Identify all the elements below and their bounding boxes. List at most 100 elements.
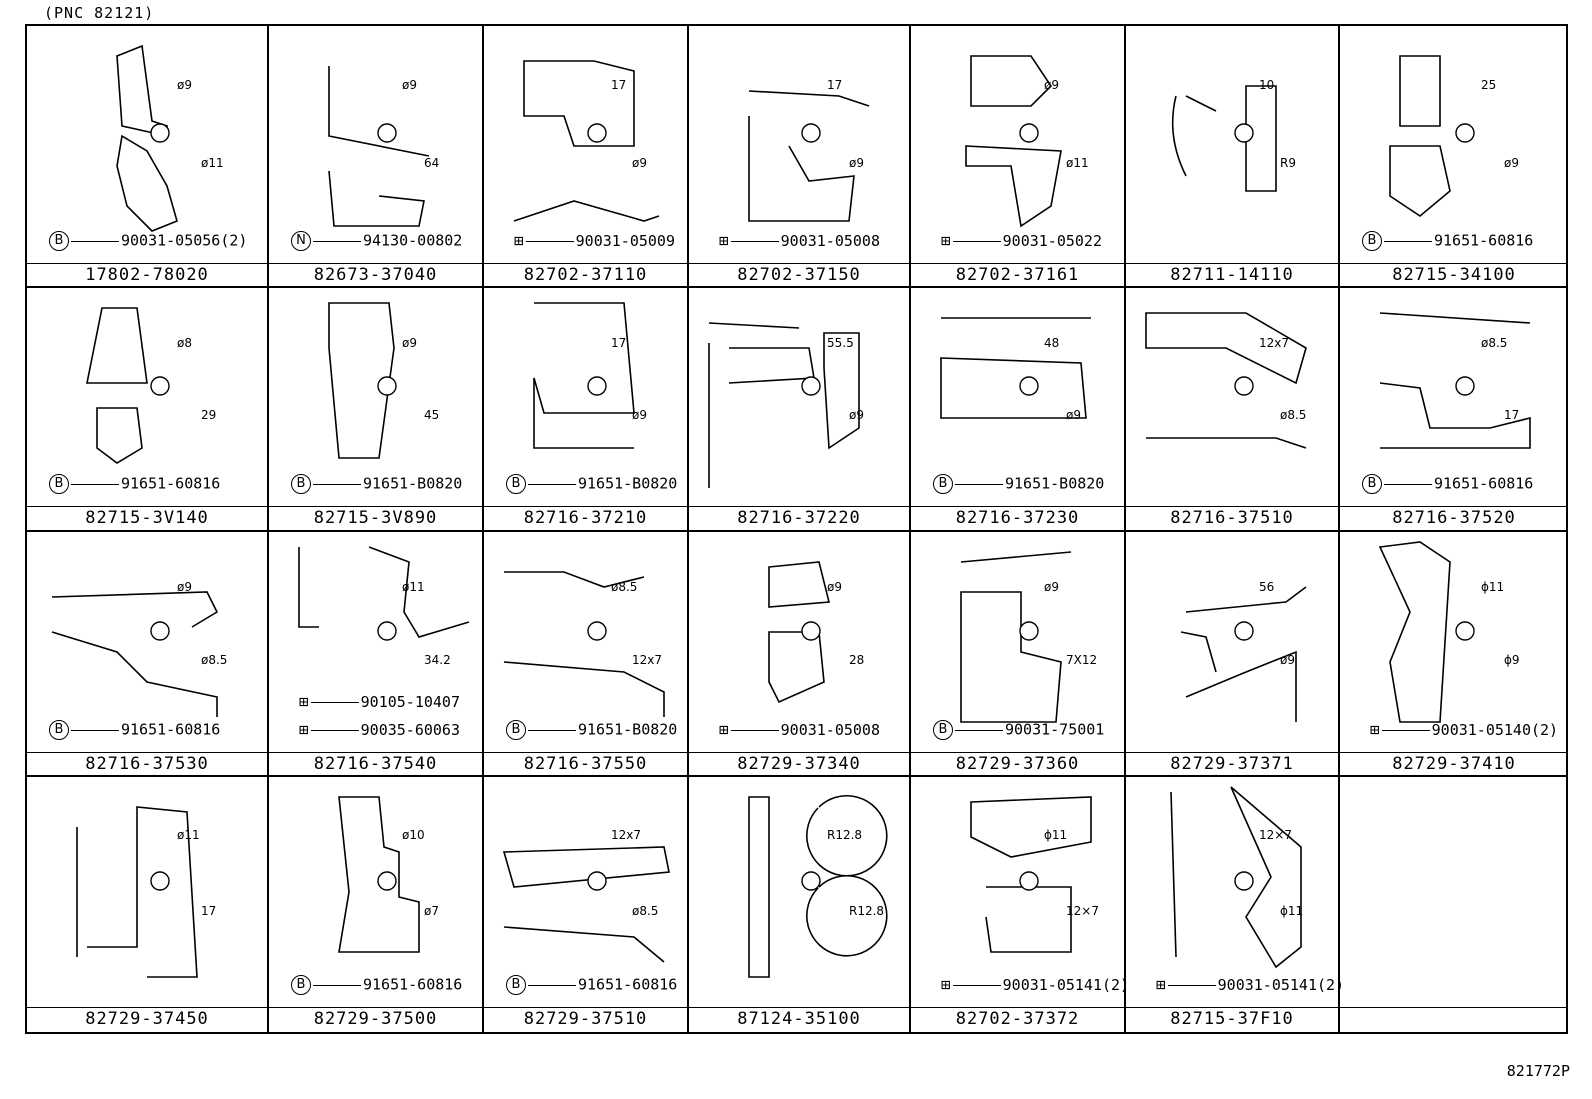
dimension-label: 17 [827, 78, 843, 92]
dimension-label: R9 [1280, 156, 1296, 170]
part-number: 82729-37340 [737, 754, 861, 774]
part-outline [533, 302, 635, 449]
dimension-label: 10 [1259, 78, 1275, 92]
leader-line [1384, 483, 1432, 485]
label-divider [27, 506, 267, 507]
badge-b: B [506, 975, 526, 995]
fastener-callout: ⊞90031-05140(2) [1370, 720, 1558, 739]
part-outline [86, 307, 148, 464]
mounting-hole [150, 123, 170, 143]
dimension-label: R12.8 [849, 904, 885, 918]
part-number: 87124-35100 [737, 1009, 861, 1029]
mounting-hole [150, 621, 170, 641]
mounting-hole [1455, 376, 1475, 396]
part-number: 82729-37510 [523, 1009, 648, 1029]
mounting-hole [801, 871, 821, 891]
dimension-label: 55.5 [827, 336, 854, 350]
part-number: 82729-37360 [955, 754, 1080, 774]
dimension-label: ø9 [402, 78, 417, 92]
label-divider [484, 263, 687, 264]
part-illustration [116, 44, 178, 232]
part-illustration [768, 561, 831, 704]
dimension-label: 12x7 [632, 653, 663, 667]
mounting-hole [1019, 123, 1039, 143]
dimension-label: ϕ11 [1481, 580, 1505, 594]
bolt-icon: ⊞ [941, 975, 951, 994]
dimension-label: 45 [424, 408, 440, 422]
dimension-label: ø9 [1280, 653, 1295, 667]
part-outline [338, 796, 420, 953]
badge-b: B [49, 720, 69, 740]
leader-line [313, 984, 361, 986]
mounting-hole [587, 376, 607, 396]
part-outline [708, 322, 860, 488]
label-divider [1126, 506, 1338, 507]
dimension-label: ø9 [177, 78, 192, 92]
part-illustration [708, 322, 860, 488]
part-number: 82716-37520 [1392, 508, 1516, 528]
fastener-part-number: 90031-05056(2) [121, 231, 248, 250]
dimension-label: ø9 [1066, 408, 1081, 422]
part-illustration [502, 846, 670, 963]
badge-b: B [1362, 231, 1382, 251]
leader-line [528, 729, 576, 731]
label-divider [689, 752, 909, 753]
part-number: 82711-14110 [1170, 265, 1294, 285]
label-divider [484, 506, 687, 507]
part-illustration [1170, 786, 1302, 969]
part-illustration [533, 302, 635, 449]
dimension-label: ϕ11 [1280, 904, 1304, 918]
fastener-part-number: 94130-00802 [363, 231, 463, 250]
fastener-part-number: 91651-B0820 [363, 474, 463, 493]
dimension-label: ø9 [177, 580, 192, 594]
label-divider [911, 263, 1124, 264]
part-outline [328, 66, 430, 227]
leader-line [313, 240, 361, 242]
part-outline [1379, 312, 1531, 449]
part-number: 82715-3V140 [85, 508, 209, 528]
leader-line [952, 985, 1001, 986]
fastener-callout: ⊞90031-05141(2) [1156, 975, 1344, 994]
part-number: 82716-37540 [313, 754, 438, 774]
leader-line [71, 240, 119, 242]
part-outline [965, 55, 1062, 228]
part-outline [1170, 786, 1302, 969]
part-illustration [1145, 312, 1307, 449]
dimension-label: ø9 [632, 156, 647, 170]
leader-line [730, 241, 779, 242]
fastener-part-number: 90031-05022 [1002, 232, 1102, 250]
label-divider [1340, 506, 1568, 507]
badge-b: B [506, 474, 526, 494]
mounting-hole [801, 376, 821, 396]
mounting-hole [377, 376, 397, 396]
fastener-part-number: 90031-75001 [1005, 720, 1105, 739]
part-number: 82702-37372 [955, 1009, 1080, 1029]
fastener-part-number: 90031-05009 [575, 232, 675, 250]
part-illustration [328, 302, 397, 459]
bolt-icon: ⊞ [719, 231, 729, 250]
part-number: 82715-37F10 [1170, 1009, 1294, 1029]
part-outline [503, 571, 665, 717]
badge-b: B [291, 474, 311, 494]
part-number: 17802-78020 [85, 265, 209, 285]
dimension-label: 17 [1504, 408, 1520, 422]
part-number: 82729-37410 [1392, 754, 1516, 774]
part-outline [748, 90, 870, 222]
